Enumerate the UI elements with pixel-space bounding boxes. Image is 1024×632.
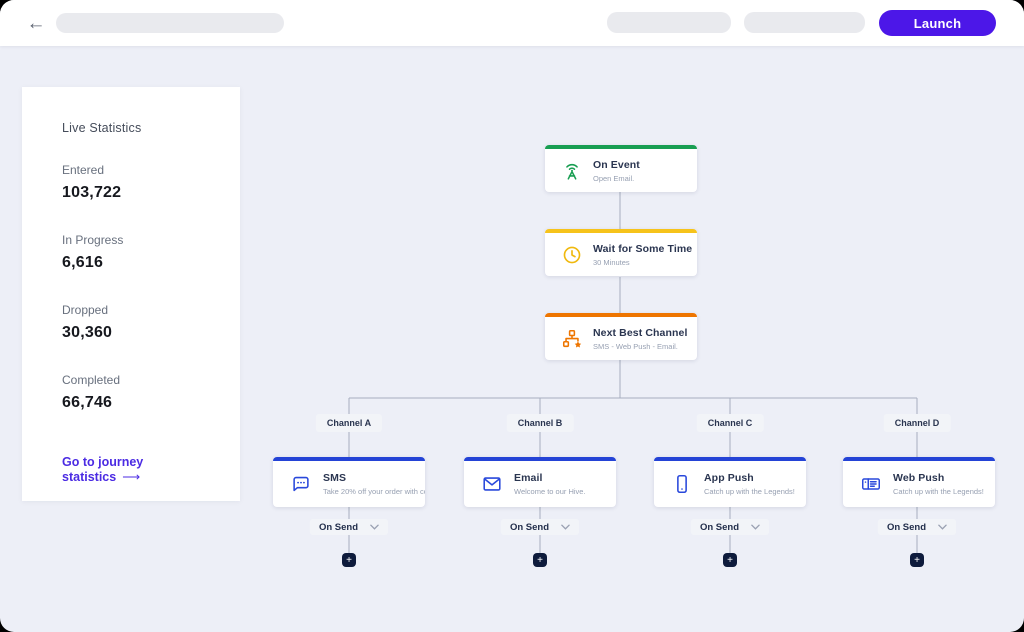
node-accent-bar — [464, 457, 616, 461]
link-label: Go to journey statistics — [62, 455, 144, 484]
node-accent-bar — [545, 145, 697, 149]
node-subtitle: 30 Minutes — [593, 257, 630, 267]
node-accent-bar — [545, 229, 697, 233]
on-send-dropdown-a[interactable]: On Send — [309, 519, 389, 535]
clock-icon — [561, 244, 583, 266]
channel-d-chip[interactable]: Channel D — [883, 414, 951, 432]
node-subtitle: Open Email. — [593, 173, 635, 183]
node-title: Wait for Some Time — [593, 242, 693, 255]
channel-b-chip[interactable]: Channel B — [506, 414, 574, 432]
toolbar-skeleton-1 — [607, 12, 731, 33]
on-send-label: On Send — [318, 521, 359, 533]
on-send-dropdown-b[interactable]: On Send — [500, 519, 580, 535]
hierarchy-star-icon — [561, 328, 583, 350]
stat-value: 30,360 — [62, 324, 113, 341]
stat-dropped: Dropped 30,360 — [62, 303, 220, 342]
chevron-down-icon — [370, 524, 379, 530]
stat-label: In Progress — [62, 233, 124, 247]
node-app-push[interactable]: App Push Catch up with the Legends! — [654, 457, 806, 507]
add-step-button-a[interactable]: + — [342, 553, 356, 567]
chevron-down-icon — [561, 524, 570, 530]
stat-label: Dropped — [62, 303, 109, 317]
node-wait[interactable]: Wait for Some Time 30 Minutes — [545, 229, 697, 276]
stat-label: Completed — [62, 373, 121, 387]
app-push-icon — [670, 473, 694, 495]
node-title: Web Push — [893, 472, 945, 484]
node-title: Email — [514, 472, 543, 484]
node-accent-bar — [545, 313, 697, 317]
chevron-down-icon — [938, 524, 947, 530]
stat-label: Entered — [62, 163, 105, 177]
node-subtitle: SMS - Web Push - Email. — [593, 341, 678, 351]
node-subtitle: Welcome to our Hive. — [514, 487, 586, 496]
chevron-down-icon — [751, 524, 760, 530]
node-on-event[interactable]: On Event Open Email. — [545, 145, 697, 192]
node-title: Next Best Channel — [593, 326, 688, 339]
on-send-dropdown-c[interactable]: On Send — [690, 519, 770, 535]
add-step-button-c[interactable]: + — [723, 553, 737, 567]
channel-c-chip[interactable]: Channel C — [696, 414, 764, 432]
live-statistics-panel: Live Statistics Entered 103,722 In Progr… — [22, 87, 240, 501]
on-send-label: On Send — [886, 521, 927, 533]
add-step-button-d[interactable]: + — [910, 553, 924, 567]
toolbar-skeleton-2 — [744, 12, 865, 33]
node-subtitle: Take 20% off your order with code ... — [323, 487, 425, 496]
on-send-label: On Send — [509, 521, 550, 533]
channel-a-chip[interactable]: Channel A — [315, 414, 383, 432]
node-accent-bar — [654, 457, 806, 461]
journey-title-skeleton — [56, 13, 284, 33]
stat-value: 103,722 — [62, 184, 122, 201]
stats-panel-title: Live Statistics — [62, 121, 142, 135]
add-step-button-b[interactable]: + — [533, 553, 547, 567]
node-next-best-channel[interactable]: Next Best Channel SMS - Web Push - Email… — [545, 313, 697, 360]
web-push-icon — [859, 473, 883, 495]
antenna-icon — [561, 160, 583, 182]
on-send-label: On Send — [699, 521, 740, 533]
node-subtitle: Catch up with the Legends! — [893, 487, 984, 496]
stat-value: 6,616 — [62, 254, 104, 271]
email-icon — [480, 473, 504, 495]
node-web-push[interactable]: Web Push Catch up with the Legends! — [843, 457, 995, 507]
top-bar: ← Launch — [0, 0, 1024, 46]
node-subtitle: Catch up with the Legends! — [704, 487, 795, 496]
node-email[interactable]: Email Welcome to our Hive. — [464, 457, 616, 507]
stat-entered: Entered 103,722 — [62, 163, 220, 202]
node-sms[interactable]: SMS Take 20% off your order with code ..… — [273, 457, 425, 507]
node-accent-bar — [843, 457, 995, 461]
arrow-right-icon: ⟶ — [122, 470, 141, 484]
node-accent-bar — [273, 457, 425, 461]
stat-value: 66,746 — [62, 394, 113, 411]
node-title: On Event — [593, 158, 640, 171]
node-title: App Push — [704, 472, 754, 484]
sms-icon — [289, 473, 313, 495]
back-arrow-icon: ← — [26, 13, 46, 34]
node-title: SMS — [323, 472, 347, 484]
journey-statistics-link[interactable]: Go to journey statistics⟶ — [62, 455, 220, 484]
back-button[interactable]: ← — [24, 12, 48, 36]
stat-completed: Completed 66,746 — [62, 373, 220, 412]
launch-button[interactable]: Launch — [879, 10, 996, 36]
stat-in-progress: In Progress 6,616 — [62, 233, 220, 272]
on-send-dropdown-d[interactable]: On Send — [877, 519, 957, 535]
